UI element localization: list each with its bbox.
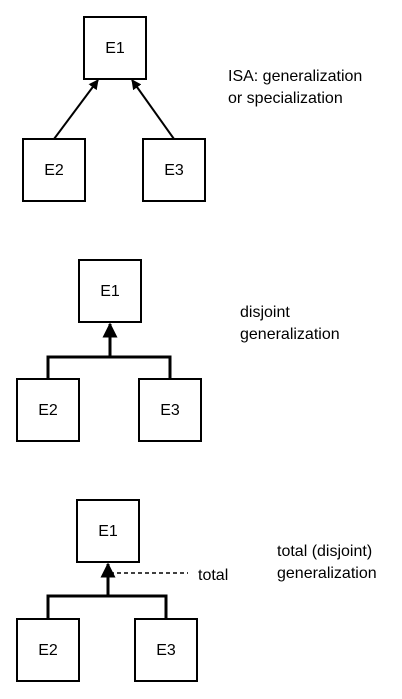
entity-e3-box bbox=[134, 618, 198, 682]
isa-description-line1: ISA: generalization bbox=[228, 68, 362, 85]
isa-description-line2: or specialization bbox=[228, 90, 343, 107]
entity-e1-box bbox=[78, 259, 142, 323]
total-description-line2: generalization bbox=[277, 565, 377, 582]
entity-e1-label: E1 bbox=[98, 523, 118, 540]
isa-arrow-left bbox=[53, 79, 99, 140]
entity-e2-label: E2 bbox=[38, 642, 58, 659]
entity-e3-label: E3 bbox=[160, 402, 180, 419]
entity-e1-label: E1 bbox=[100, 283, 120, 300]
disjoint-description-line2: generalization bbox=[240, 326, 340, 343]
isa-section: E1 E2 E3 ISA: generalization or speciali… bbox=[22, 16, 362, 202]
total-section: E1 E2 E3 total total (disjoint) generali… bbox=[16, 499, 377, 682]
entity-e3-label: E3 bbox=[156, 642, 176, 659]
entity-e1-box bbox=[83, 16, 147, 80]
entity-e2-box bbox=[16, 378, 80, 442]
entity-e1-label: E1 bbox=[105, 40, 125, 57]
disjoint-description-line1: disjoint bbox=[240, 304, 290, 321]
disjoint-section: E1 E2 E3 disjoint generalization bbox=[16, 259, 340, 442]
entity-e2-label: E2 bbox=[44, 162, 64, 179]
total-constraint-label: total bbox=[198, 567, 228, 584]
total-description-line1: total (disjoint) bbox=[277, 543, 372, 560]
total-connector bbox=[46, 594, 168, 619]
entity-e1-box bbox=[76, 499, 140, 563]
entity-e2-box bbox=[22, 138, 86, 202]
entity-e2-box bbox=[16, 618, 80, 682]
entity-e3-box bbox=[138, 378, 202, 442]
entity-e3-label: E3 bbox=[164, 162, 184, 179]
disjoint-connector bbox=[46, 355, 172, 379]
isa-arrow-right bbox=[131, 79, 175, 140]
entity-e2-label: E2 bbox=[38, 402, 58, 419]
